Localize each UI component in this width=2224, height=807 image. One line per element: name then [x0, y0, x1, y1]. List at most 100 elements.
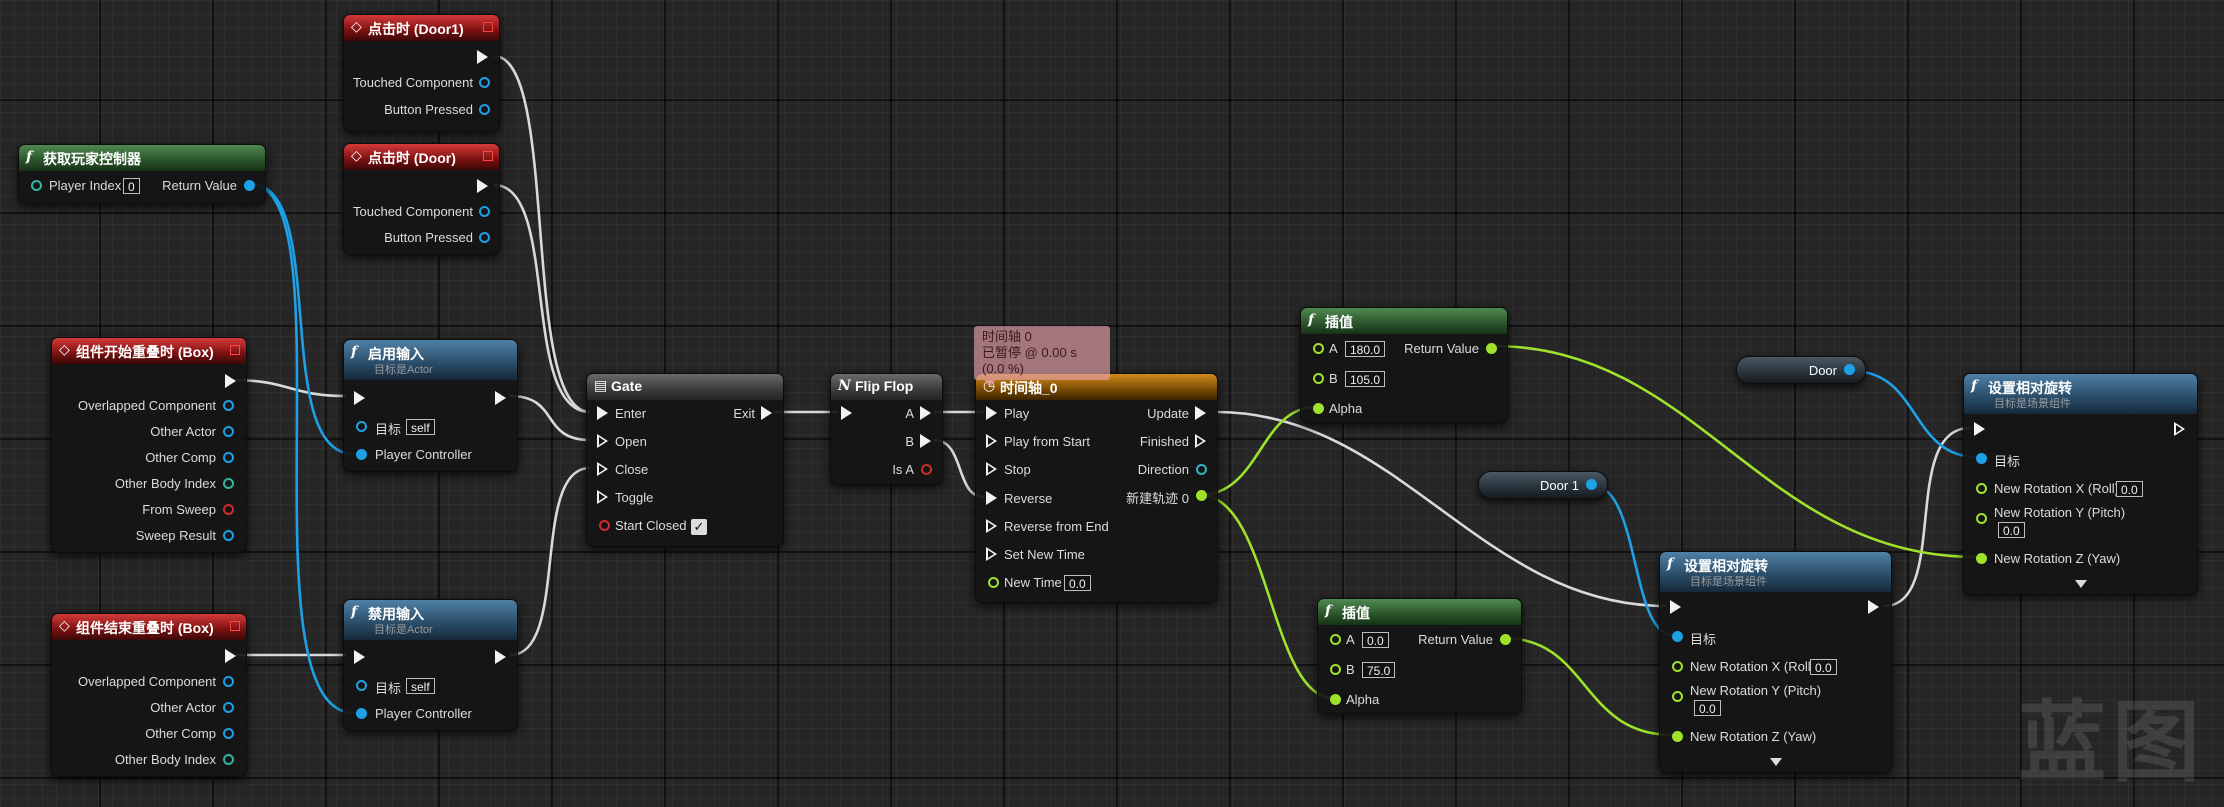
exec-in-pin[interactable]: [597, 406, 608, 420]
object-pin[interactable]: [356, 708, 367, 719]
event-click-door1-node[interactable]: ◇ 点击时 (Door1) Touched Component Button P…: [343, 14, 500, 132]
object-pin[interactable]: [223, 426, 234, 437]
expand-arrow-icon[interactable]: [1769, 758, 1782, 766]
enum-pin[interactable]: [1196, 464, 1207, 475]
new-time-input[interactable]: 0.0: [1064, 575, 1091, 591]
node-header[interactable]: N Flip Flop: [831, 374, 942, 400]
b-value-input[interactable]: 75.0: [1362, 662, 1396, 678]
object-pin[interactable]: [479, 206, 490, 217]
object-pin[interactable]: [356, 421, 367, 432]
event-click-door-node[interactable]: ◇ 点击时 (Door) Touched Component Button Pr…: [343, 143, 500, 255]
exec-in-pin[interactable]: [597, 434, 608, 448]
object-pin[interactable]: [479, 77, 490, 88]
float-pin[interactable]: [1313, 373, 1324, 384]
lerp-top-node[interactable]: f 插值 A 180.0 B 105.0 Alpha Return Value: [1300, 307, 1508, 423]
object-pin[interactable]: [1976, 453, 1987, 464]
target-self-input[interactable]: self: [406, 419, 435, 435]
bool-pin[interactable]: [479, 104, 490, 115]
event-begin-overlap-node[interactable]: ◇ 组件开始重叠时 (Box) Overlapped Component Oth…: [51, 337, 247, 553]
object-pin[interactable]: [223, 400, 234, 411]
exec-in-pin[interactable]: [597, 462, 608, 476]
exec-in-pin[interactable]: [986, 406, 997, 420]
exec-out-pin[interactable]: [495, 391, 506, 405]
player-index-input[interactable]: 0: [123, 178, 140, 194]
set-relative-rotation-right-node[interactable]: f 设置相对旋转 目标是场景组件 目标 New Rotation X (Roll…: [1963, 373, 2198, 595]
exec-in-pin[interactable]: [986, 519, 997, 533]
roll-value-input[interactable]: 0.0: [1810, 659, 1837, 675]
int-pin[interactable]: [223, 478, 234, 489]
exec-out-pin[interactable]: [225, 374, 236, 388]
exec-in-pin[interactable]: [986, 547, 997, 561]
float-out-pin[interactable]: [1196, 490, 1207, 501]
exec-in-pin[interactable]: [1974, 422, 1985, 436]
struct-pin[interactable]: [223, 530, 234, 541]
event-delegate-icon[interactable]: [483, 151, 493, 161]
timeline-node[interactable]: ◷ 时间轴_0 Play Play from Start Stop Revers…: [975, 373, 1218, 603]
node-header[interactable]: f 启用输入 目标是Actor: [344, 340, 517, 380]
exec-in-pin[interactable]: [597, 490, 608, 504]
event-delegate-icon[interactable]: [230, 345, 240, 355]
float-pin[interactable]: [1672, 661, 1683, 672]
object-pin[interactable]: [223, 676, 234, 687]
disable-input-node[interactable]: f 禁用输入 目标是Actor 目标 self Player Controlle…: [343, 599, 518, 731]
object-pin[interactable]: [223, 452, 234, 463]
object-out-pin[interactable]: [1844, 364, 1855, 375]
enable-input-node[interactable]: f 启用输入 目标是Actor 目标 self Player Controlle…: [343, 339, 518, 472]
float-pin[interactable]: [1330, 664, 1341, 675]
b-value-input[interactable]: 105.0: [1345, 371, 1386, 387]
float-pin[interactable]: [1672, 691, 1683, 702]
float-pin[interactable]: [1313, 343, 1324, 354]
float-pin[interactable]: [1976, 513, 1987, 524]
exec-out-pin[interactable]: [225, 649, 236, 663]
door1-variable-node[interactable]: Door 1: [1478, 471, 1608, 499]
object-pin[interactable]: [356, 449, 367, 460]
gate-node[interactable]: ▤ Gate Enter Exit Open Close Toggle Star…: [586, 373, 784, 547]
node-header[interactable]: f 禁用输入 目标是Actor: [344, 600, 517, 640]
event-end-overlap-node[interactable]: ◇ 组件结束重叠时 (Box) Overlapped Component Oth…: [51, 613, 247, 777]
exec-out-pin[interactable]: [477, 50, 488, 64]
float-pin[interactable]: [1330, 634, 1341, 645]
node-header[interactable]: ▤ Gate: [587, 374, 783, 400]
node-header[interactable]: f 获取玩家控制器: [19, 145, 265, 171]
bool-pin[interactable]: [599, 520, 610, 531]
object-pin[interactable]: [223, 728, 234, 739]
exec-out-pin[interactable]: [1195, 406, 1206, 420]
float-pin[interactable]: [1672, 731, 1683, 742]
int-pin[interactable]: [223, 754, 234, 765]
bool-pin[interactable]: [921, 464, 932, 475]
flipflop-node[interactable]: N Flip Flop A B Is A: [830, 373, 943, 485]
exec-out-pin[interactable]: [920, 434, 931, 448]
pitch-value-input[interactable]: 0.0: [1998, 522, 2025, 538]
target-self-input[interactable]: self: [406, 678, 435, 694]
exec-in-pin[interactable]: [354, 391, 365, 405]
door-variable-node[interactable]: Door: [1736, 356, 1866, 384]
exec-out-pin[interactable]: [1868, 600, 1879, 614]
node-header[interactable]: f 设置相对旋转 目标是场景组件: [1964, 374, 2197, 414]
bool-pin[interactable]: [479, 232, 490, 243]
exec-in-pin[interactable]: [1670, 600, 1681, 614]
start-closed-checkbox[interactable]: ✓: [691, 519, 707, 535]
a-value-input[interactable]: 180.0: [1345, 341, 1386, 357]
float-out-pin[interactable]: [1500, 634, 1511, 645]
object-out-pin[interactable]: [244, 180, 255, 191]
object-pin[interactable]: [1672, 631, 1683, 642]
float-pin[interactable]: [1976, 483, 1987, 494]
float-pin[interactable]: [1313, 403, 1324, 414]
node-header[interactable]: ◇ 组件开始重叠时 (Box): [52, 338, 246, 364]
object-pin[interactable]: [356, 680, 367, 691]
exec-in-pin[interactable]: [986, 434, 997, 448]
roll-value-input[interactable]: 0.0: [2116, 481, 2143, 497]
exec-out-pin[interactable]: [495, 650, 506, 664]
exec-in-pin[interactable]: [986, 491, 997, 505]
exec-out-pin[interactable]: [1195, 434, 1206, 448]
object-pin[interactable]: [223, 702, 234, 713]
exec-out-pin[interactable]: [2174, 422, 2185, 436]
exec-out-pin[interactable]: [477, 179, 488, 193]
float-pin[interactable]: [1976, 553, 1987, 564]
float-pin[interactable]: [988, 577, 999, 588]
node-header[interactable]: f 插值: [1301, 308, 1507, 334]
node-header[interactable]: ◇ 组件结束重叠时 (Box): [52, 614, 246, 640]
float-pin[interactable]: [1330, 694, 1341, 705]
a-value-input[interactable]: 0.0: [1362, 632, 1389, 648]
exec-out-pin[interactable]: [920, 406, 931, 420]
